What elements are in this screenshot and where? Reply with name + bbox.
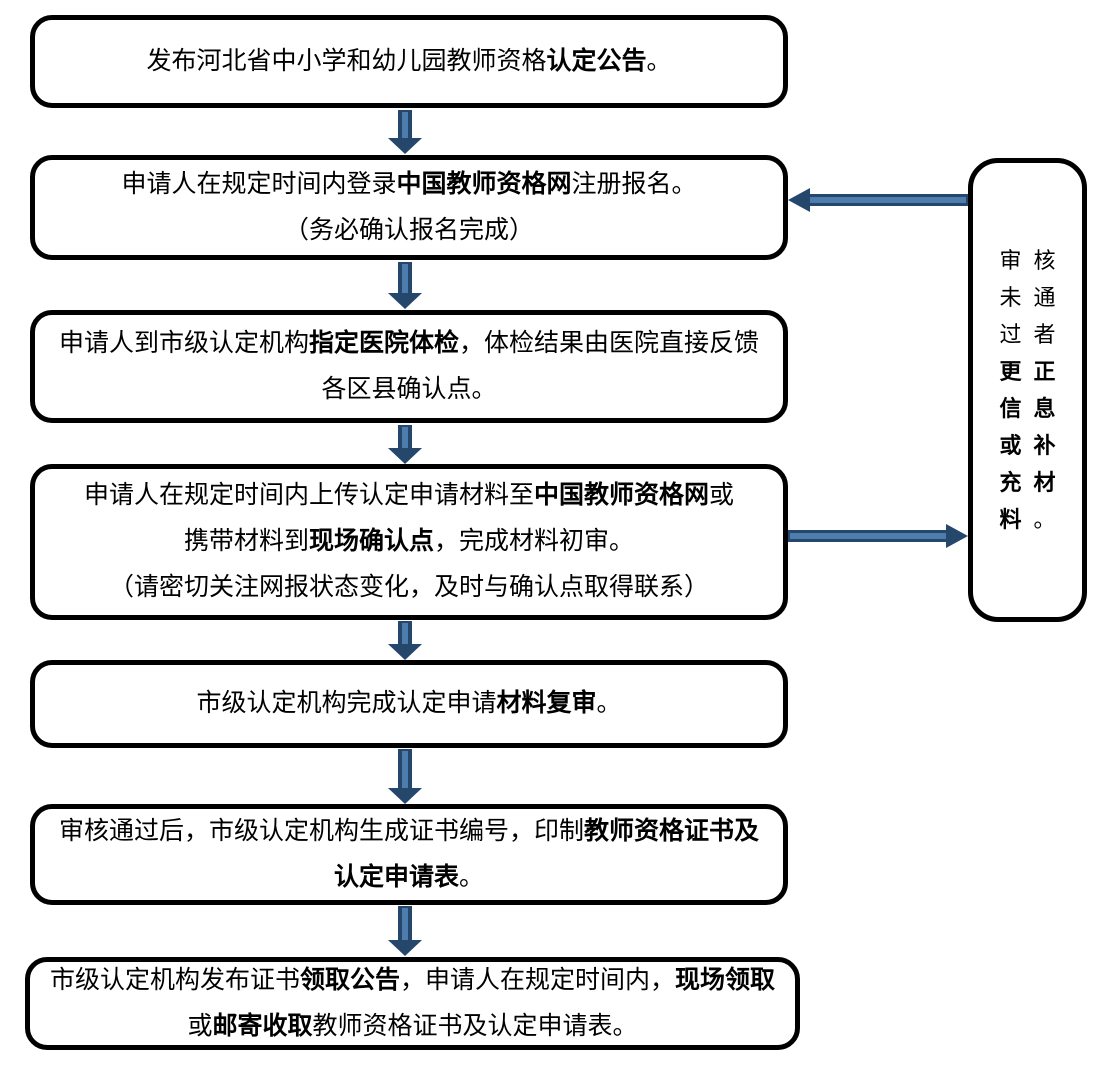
flow-box-submit-materials: 申请人在规定时间内上传认定申请材料至中国教师资格网或 携带材料到现场确认点，完成… [30,464,788,620]
text-line: 信息 [999,396,1068,421]
arrow-left-icon [788,188,968,212]
flow-box-physical-examination: 申请人到市级认定机构指定医院体检，体检结果由医院直接反馈 各区县确认点。 [30,310,788,423]
text-line: 审核 [999,248,1068,273]
flow-box-online-registration: 申请人在规定时间内登录中国教师资格网注册报名。 （务必确认报名完成） [30,155,788,260]
text-line: 申请人在规定时间内上传认定申请材料至中国教师资格网或 [83,482,735,509]
text-line: 充材 [999,470,1068,495]
text-line: 未通 [999,285,1068,310]
text-line: 或邮寄收取教师资格证书及认定申请表。 [187,1012,638,1040]
flow-box-review-not-passed-correction: 审核 未通 过者 更正 信息 或补 充材 料。 [968,158,1087,622]
text-line: 申请人到市级认定机构指定医院体检，体检结果由医院直接反馈 [58,329,760,357]
text-line: （请密切关注网报状态变化，及时与确认点取得联系） [108,574,709,601]
text-line: 携带材料到现场确认点，完成材料初审。 [183,528,635,555]
text-line: 认定申请表。 [333,863,485,891]
arrow-down-icon [388,425,422,464]
text-line: 发布河北省中小学和幼儿园教师资格认定公告。 [146,47,672,75]
text-line: 申请人在规定时间内登录中国教师资格网注册报名。 [121,170,697,198]
text-line: 料。 [999,507,1068,532]
arrow-down-icon [388,906,422,956]
arrow-right-icon [788,524,968,548]
flow-box-material-recheck: 市级认定机构完成认定申请材料复审。 [30,660,788,748]
text-line: 或补 [999,433,1068,458]
text-line: 市级认定机构发布证书领取公告，申请人在规定时间内，现场领取 [49,966,776,994]
text-line: （务必确认报名完成） [283,216,534,244]
text-line: 审核通过后，市级认定机构生成证书编号，印制教师资格证书及 [58,817,760,845]
flow-box-certificate-collection: 市级认定机构发布证书领取公告，申请人在规定时间内，现场领取 或邮寄收取教师资格证… [25,957,800,1050]
text-line: 过者 [999,322,1068,347]
arrow-down-icon [388,621,422,660]
text-line: 市级认定机构完成认定申请材料复审。 [196,690,622,717]
text-line: 更正 [999,359,1068,384]
flow-box-certificate-printing: 审核通过后，市级认定机构生成证书编号，印制教师资格证书及 认定申请表。 [30,804,788,905]
flow-box-publish-announcement: 发布河北省中小学和幼儿园教师资格认定公告。 [30,15,788,108]
arrow-down-icon [388,262,422,309]
text-line: 各区县确认点。 [321,375,497,403]
arrow-down-icon [388,110,422,154]
arrow-down-icon [388,749,422,804]
